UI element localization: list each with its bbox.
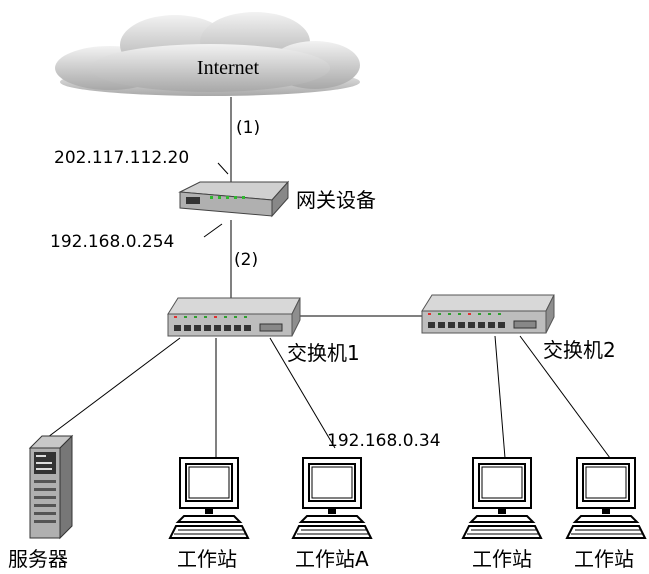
workstation-a-label: 工作站A bbox=[295, 547, 369, 571]
lan-ip-leader bbox=[203, 223, 223, 238]
workstation-a-ip: 192.168.0.34 bbox=[327, 431, 441, 451]
link-1-label: (1) bbox=[236, 118, 260, 138]
wan-ip-leader bbox=[217, 162, 229, 175]
gateway-label: 网关设备 bbox=[296, 188, 376, 212]
link-2-label: (2) bbox=[234, 250, 258, 270]
workstation-4-label: 工作站 bbox=[574, 547, 634, 571]
internet-cloud-icon bbox=[55, 12, 360, 96]
switch-2-label: 交换机2 bbox=[543, 338, 616, 362]
workstation-a-icon bbox=[292, 457, 372, 539]
switch-1-label: 交换机1 bbox=[287, 341, 360, 365]
link-switch2-workstation bbox=[494, 335, 506, 459]
server-label: 服务器 bbox=[8, 547, 68, 571]
workstation-1-label: 工作站 bbox=[177, 547, 237, 571]
gateway-lan-ip: 192.168.0.254 bbox=[50, 232, 174, 252]
workstation-3-icon bbox=[462, 457, 542, 539]
link-switch1-workstation-a bbox=[269, 337, 336, 449]
internet-label: Internet bbox=[197, 57, 260, 79]
workstation-4-icon bbox=[566, 457, 646, 539]
workstation-1-icon bbox=[169, 457, 249, 539]
gateway-router-icon bbox=[178, 180, 290, 218]
switch-1-icon bbox=[167, 297, 301, 337]
workstation-3-label: 工作站 bbox=[472, 547, 532, 571]
link-switch2-workstation-2 bbox=[519, 335, 611, 459]
link-switch1-server bbox=[43, 337, 181, 441]
server-tower-icon bbox=[28, 434, 74, 540]
gateway-wan-ip: 202.117.112.20 bbox=[54, 148, 189, 168]
switch-2-icon bbox=[421, 294, 555, 334]
